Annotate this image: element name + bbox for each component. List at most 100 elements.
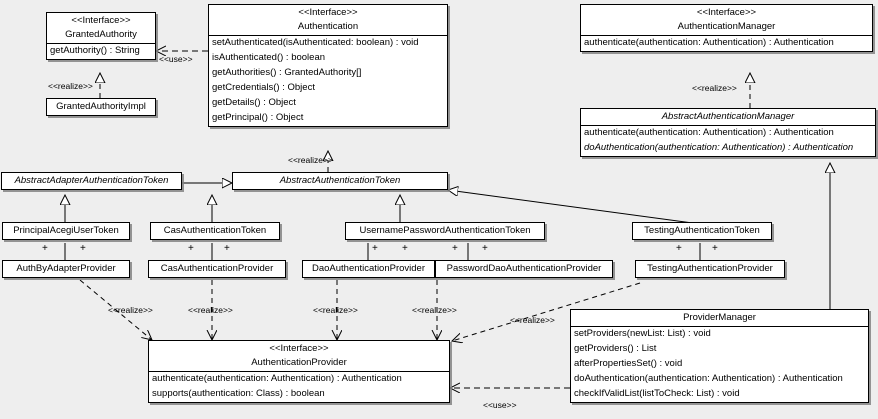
class-member: authenticate(authentication: Authenticat… (152, 373, 402, 385)
member-compartment: authenticate(authentication: Authenticat… (581, 124, 875, 156)
class-granted-authority[interactable]: <<Interface>> GrantedAuthority getAuthor… (46, 12, 156, 60)
class-testing-authentication-token[interactable]: TestingAuthenticationToken (632, 222, 772, 240)
class-header: UsernamePasswordAuthenticationToken (346, 223, 544, 239)
class-name: TestingAuthenticationProvider (647, 263, 773, 274)
member-compartment: authenticate(authentication: Authenticat… (581, 34, 872, 51)
class-member: setProviders(newList: List) : void (574, 328, 711, 340)
class-testing-authentication-provider[interactable]: TestingAuthenticationProvider (635, 260, 785, 278)
class-password-dao-authentication-provider[interactable]: PasswordDaoAuthenticationProvider (435, 260, 613, 278)
class-member: checkIfValidList(listToCheck: List) : vo… (574, 388, 740, 400)
class-name: ProviderManager (683, 312, 756, 323)
association-marker: + (42, 243, 48, 254)
association-marker: + (712, 243, 718, 254)
class-name: AuthByAdapterProvider (16, 263, 116, 274)
association-marker: + (80, 243, 86, 254)
class-member: setAuthenticated(isAuthenticated: boolea… (212, 37, 419, 49)
class-header: CasAuthenticationToken (151, 223, 279, 239)
class-authentication[interactable]: <<Interface>> Authentication setAuthenti… (208, 4, 448, 127)
member-compartment: getAuthority() : String (47, 42, 155, 59)
relationship-label-realize-testing-provider: <<realize>> (510, 315, 555, 325)
class-header: PasswordDaoAuthenticationProvider (436, 261, 612, 277)
class-header: DaoAuthenticationProvider (303, 261, 434, 277)
class-name: PrincipalAcegiUserToken (13, 225, 119, 236)
class-name: AbstractAuthenticationManager (661, 111, 795, 122)
class-member: authenticate(authentication: Authenticat… (584, 127, 834, 139)
relationship-label-realize-auth-by-adapter: <<realize>> (108, 305, 153, 315)
class-member: getCredentials() : Object (212, 82, 315, 94)
stereotype-label: <<Interface>> (298, 7, 358, 18)
class-granted-authority-impl[interactable]: GrantedAuthorityImpl (46, 98, 156, 116)
class-member: getAuthority() : String (50, 45, 140, 57)
class-authentication-manager[interactable]: <<Interface>> AuthenticationManager auth… (580, 4, 873, 52)
member-compartment: authenticate(authentication: Authenticat… (149, 370, 449, 402)
class-header: CasAuthenticationProvider (149, 261, 285, 277)
class-authentication-provider[interactable]: <<Interface>> AuthenticationProvider aut… (148, 340, 450, 403)
association-marker: + (482, 243, 488, 254)
class-header: PrincipalAcegiUserToken (3, 223, 129, 239)
class-header: ProviderManager (571, 310, 868, 326)
class-principal-acegi-user-token[interactable]: PrincipalAcegiUserToken (2, 222, 130, 240)
class-name: AuthenticationProvider (251, 356, 347, 368)
class-provider-manager[interactable]: ProviderManager setProviders(newList: Li… (570, 309, 869, 403)
relationship-label-realize-authentication-token: <<realize>> (288, 155, 333, 165)
class-member: getAuthorities() : GrantedAuthority[] (212, 67, 362, 79)
class-member: doAuthentication(authentication: Authent… (584, 142, 854, 154)
relationship-label-realize-dao-provider: <<realize>> (313, 305, 358, 315)
class-abstract-authentication-token[interactable]: AbstractAuthenticationToken (232, 172, 448, 190)
association-marker: + (402, 243, 408, 254)
class-header: TestingAuthenticationProvider (636, 261, 784, 277)
class-name: GrantedAuthorityImpl (56, 101, 146, 112)
relationship-label-use-provider-manager: <<use>> (483, 400, 517, 410)
class-abstract-authentication-manager[interactable]: AbstractAuthenticationManager authentica… (580, 108, 876, 157)
class-header: <<Interface>> AuthenticationProvider (149, 341, 449, 371)
class-header: AbstractAdapterAuthenticationToken (2, 173, 181, 189)
class-header: AbstractAuthenticationToken (233, 173, 447, 189)
stereotype-label: <<Interface>> (269, 343, 329, 354)
association-marker: + (224, 243, 230, 254)
relationship-label-realize-authentication-manager: <<realize>> (692, 83, 737, 93)
class-header: TestingAuthenticationToken (633, 223, 771, 239)
class-name: AbstractAdapterAuthenticationToken (14, 175, 169, 186)
class-member: doAuthentication(authentication: Authent… (574, 373, 843, 385)
class-member: getDetails() : Object (212, 97, 296, 109)
association-marker: + (372, 243, 378, 254)
relationship-label-realize-granted-authority: <<realize>> (48, 81, 93, 91)
relationship-label-realize-cas-provider: <<realize>> (188, 305, 233, 315)
class-name: CasAuthenticationToken (163, 225, 267, 236)
class-name: TestingAuthenticationToken (644, 225, 760, 236)
relationship-label-use-granted-authority: <<use>> (159, 54, 193, 64)
class-name: PasswordDaoAuthenticationProvider (446, 263, 602, 274)
association-marker: + (188, 243, 194, 254)
class-name: DaoAuthenticationProvider (311, 263, 425, 274)
relationship-label-realize-password-dao-provider: <<realize>> (412, 305, 457, 315)
class-username-password-authentication-token[interactable]: UsernamePasswordAuthenticationToken (345, 222, 545, 240)
class-header: <<Interface>> AuthenticationManager (581, 5, 872, 35)
class-name: AuthenticationManager (677, 20, 776, 32)
class-header: AuthByAdapterProvider (3, 261, 129, 277)
association-marker: + (452, 243, 458, 254)
stereotype-label: <<Interface>> (71, 15, 131, 26)
class-dao-authentication-provider[interactable]: DaoAuthenticationProvider (302, 260, 435, 278)
class-header: <<Interface>> Authentication (209, 5, 447, 35)
class-member: getProviders() : List (574, 343, 657, 355)
class-member: getPrincipal() : Object (212, 112, 304, 124)
class-header: AbstractAuthenticationManager (581, 109, 875, 125)
class-cas-authentication-provider[interactable]: CasAuthenticationProvider (148, 260, 286, 278)
class-abstract-adapter-authentication-token[interactable]: AbstractAdapterAuthenticationToken (1, 172, 182, 190)
class-header: <<Interface>> GrantedAuthority (47, 13, 155, 43)
class-member: isAuthenticated() : boolean (212, 52, 326, 64)
stereotype-label: <<Interface>> (696, 7, 757, 18)
class-header: GrantedAuthorityImpl (47, 99, 155, 115)
class-cas-authentication-token[interactable]: CasAuthenticationToken (150, 222, 280, 240)
class-name: GrantedAuthority (65, 28, 137, 40)
class-member: supports(authentication: Class) : boolea… (152, 388, 325, 400)
class-name: UsernamePasswordAuthenticationToken (359, 225, 531, 236)
class-member: afterPropertiesSet() : void (574, 358, 683, 370)
class-member: authenticate(authentication: Authenticat… (584, 37, 834, 49)
member-compartment: setProviders(newList: List) : void getPr… (571, 325, 868, 402)
class-name: Authentication (297, 20, 359, 32)
class-auth-by-adapter-provider[interactable]: AuthByAdapterProvider (2, 260, 130, 278)
association-marker: + (676, 243, 682, 254)
class-name: CasAuthenticationProvider (160, 263, 274, 274)
